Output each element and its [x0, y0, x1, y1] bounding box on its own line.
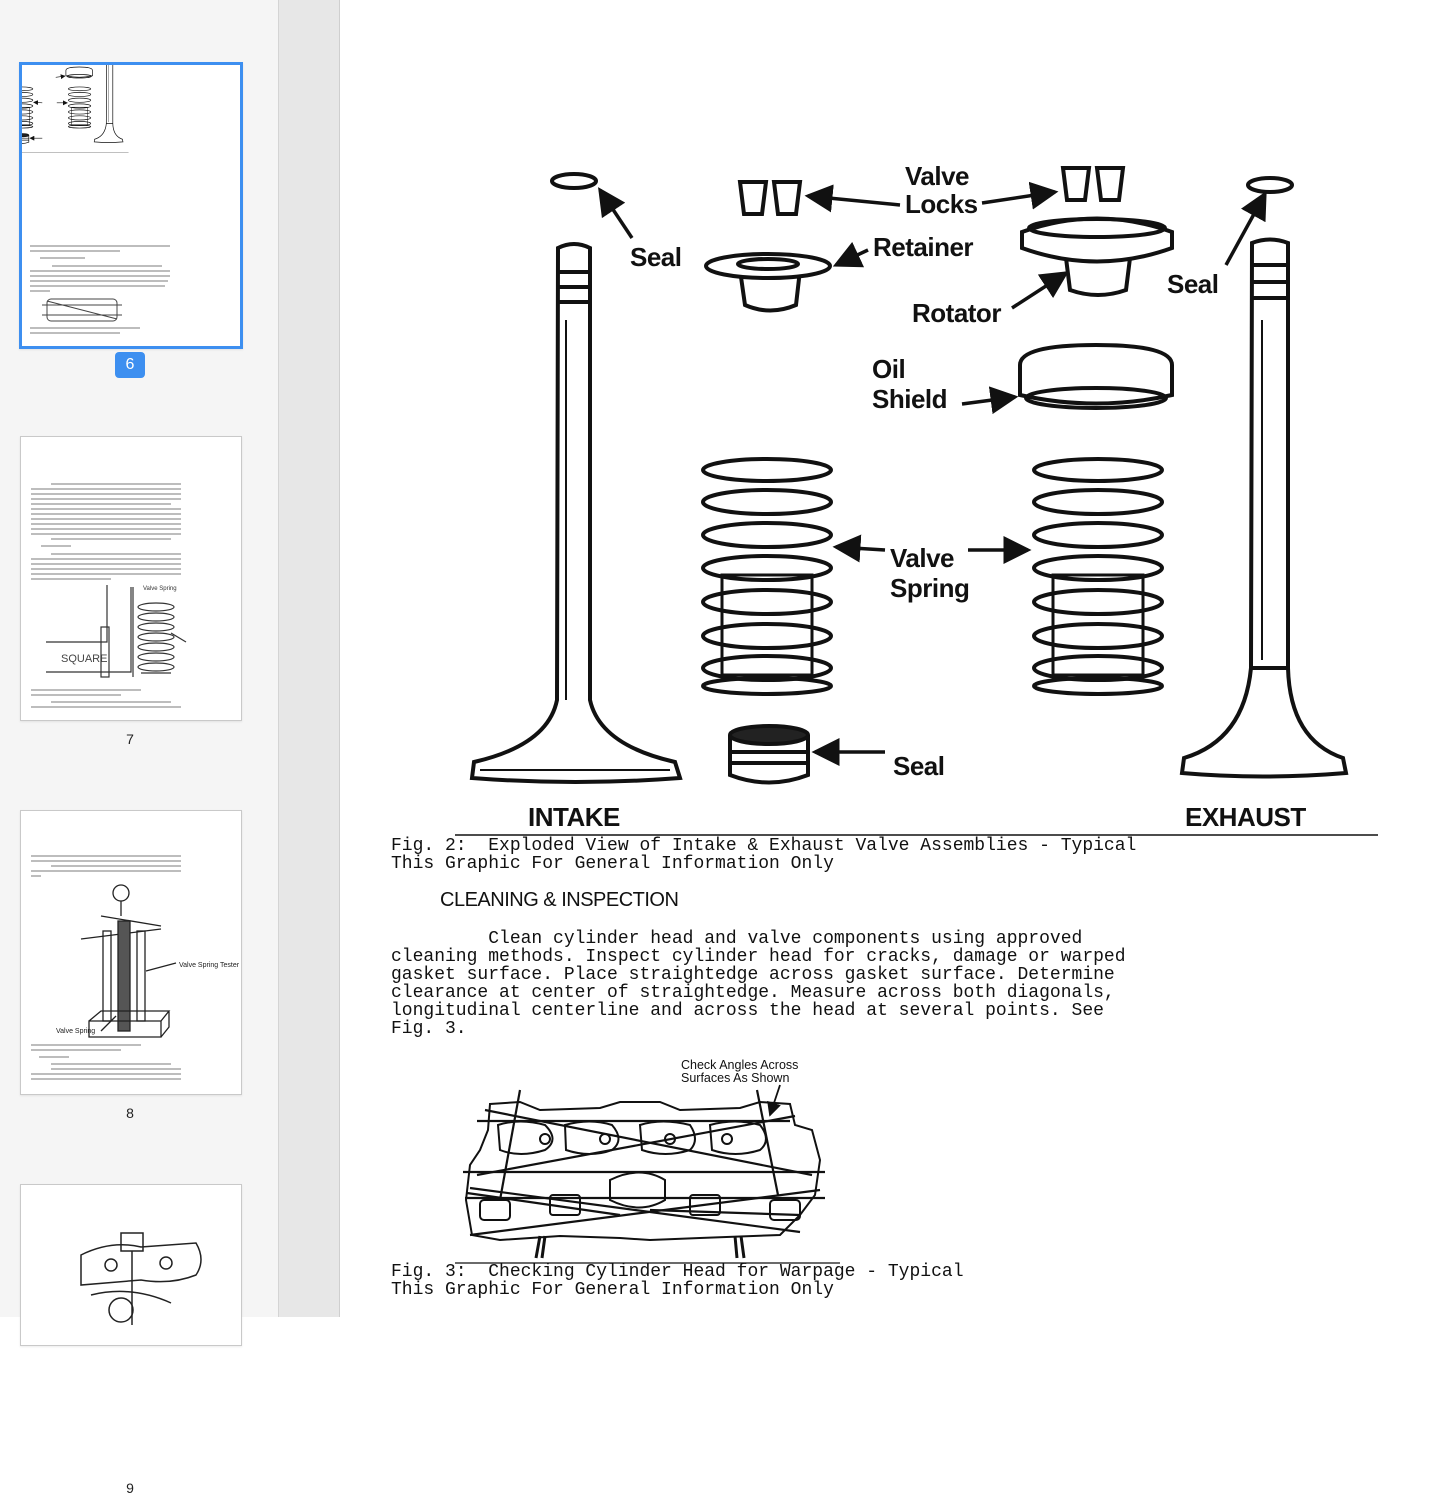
thumbnail-page-number: 9 [126, 1480, 134, 1496]
paragraph-line: Fig. 3. [391, 1019, 467, 1039]
label-retainer: Retainer [873, 232, 973, 262]
valve-spring-tester-label: Valve Spring Tester [179, 962, 240, 969]
square-label: SQUARE [61, 653, 107, 665]
page-9-preview [80, 1232, 202, 1325]
paragraph-line: gasket surface. Place straightedge acros… [391, 965, 1115, 985]
label-valve-spring-2: Spring [890, 573, 969, 603]
fig2-caption-line1: Fig. 2: Exploded View of Intake & Exhaus… [391, 836, 1137, 856]
section-heading: CLEANING & INSPECTION [440, 889, 679, 911]
label-seal-left: Seal [630, 242, 682, 272]
paragraph-line: Clean cylinder head and valve components… [391, 929, 1083, 949]
label-intake: INTAKE [528, 802, 620, 832]
thumbnail-page-number: 7 [126, 731, 134, 747]
paragraph-line: clearance at center of straightedge. Mea… [391, 983, 1115, 1003]
label-valve-locks-2: Locks [905, 189, 978, 219]
page-8-preview: Valve Spring Tester Valve Spring [31, 855, 240, 1080]
valve-spring-label: Valve Spring [56, 1028, 95, 1035]
label-oil-shield-2: Shield [872, 384, 947, 414]
label-exhaust: EXHAUST [1185, 802, 1306, 832]
fig2-caption-line2: This Graphic For General Information Onl… [391, 854, 834, 874]
label-oil-shield-1: Oil [872, 354, 905, 384]
thumbnail-page-8[interactable]: Valve Spring Tester Valve Spring [20, 810, 242, 1095]
fig3-caption-line2: This Graphic For General Information Onl… [391, 1280, 834, 1300]
fig3-callout-line1: Check Angles Across [681, 1058, 798, 1072]
page-6-fig3-preview [42, 298, 122, 322]
thumbnail-sidebar[interactable]: 6 SQUARE Valve S [0, 0, 279, 1496]
label-seal-right: Seal [1167, 269, 1219, 299]
thumbnail-page-number: 8 [126, 1105, 134, 1121]
sidebar-divider[interactable] [279, 0, 340, 1317]
label-rotator: Rotator [912, 298, 1001, 328]
label-valve-locks-1: Valve [905, 161, 969, 191]
thumbnail-page-number: 6 [115, 352, 145, 378]
figure-2-exploded-valve-view: Valve Locks Seal Retainer Rotator Seal O… [0, 161, 1445, 1264]
paragraph-line: cleaning methods. Inspect cylinder head … [391, 947, 1126, 967]
label-valve-spring-1: Valve [890, 543, 954, 573]
page-7-preview: SQUARE Valve Spring [31, 483, 187, 708]
thumbnail-page-6[interactable] [19, 62, 243, 349]
fig3-caption-line1: Fig. 3: Checking Cylinder Head for Warpa… [391, 1262, 964, 1282]
paragraph-line: longitudinal centerline and across the h… [391, 1001, 1104, 1021]
valve-spring-label: Valve Spring [143, 586, 177, 592]
page-6-preview [22, 65, 170, 334]
thumbnail-page-7[interactable]: SQUARE Valve Spring [20, 436, 242, 721]
figure-3-cylinder-head [455, 1084, 840, 1264]
label-seal-bottom: Seal [893, 751, 945, 781]
fig3-callout-line2: Surfaces As Shown [681, 1071, 789, 1085]
